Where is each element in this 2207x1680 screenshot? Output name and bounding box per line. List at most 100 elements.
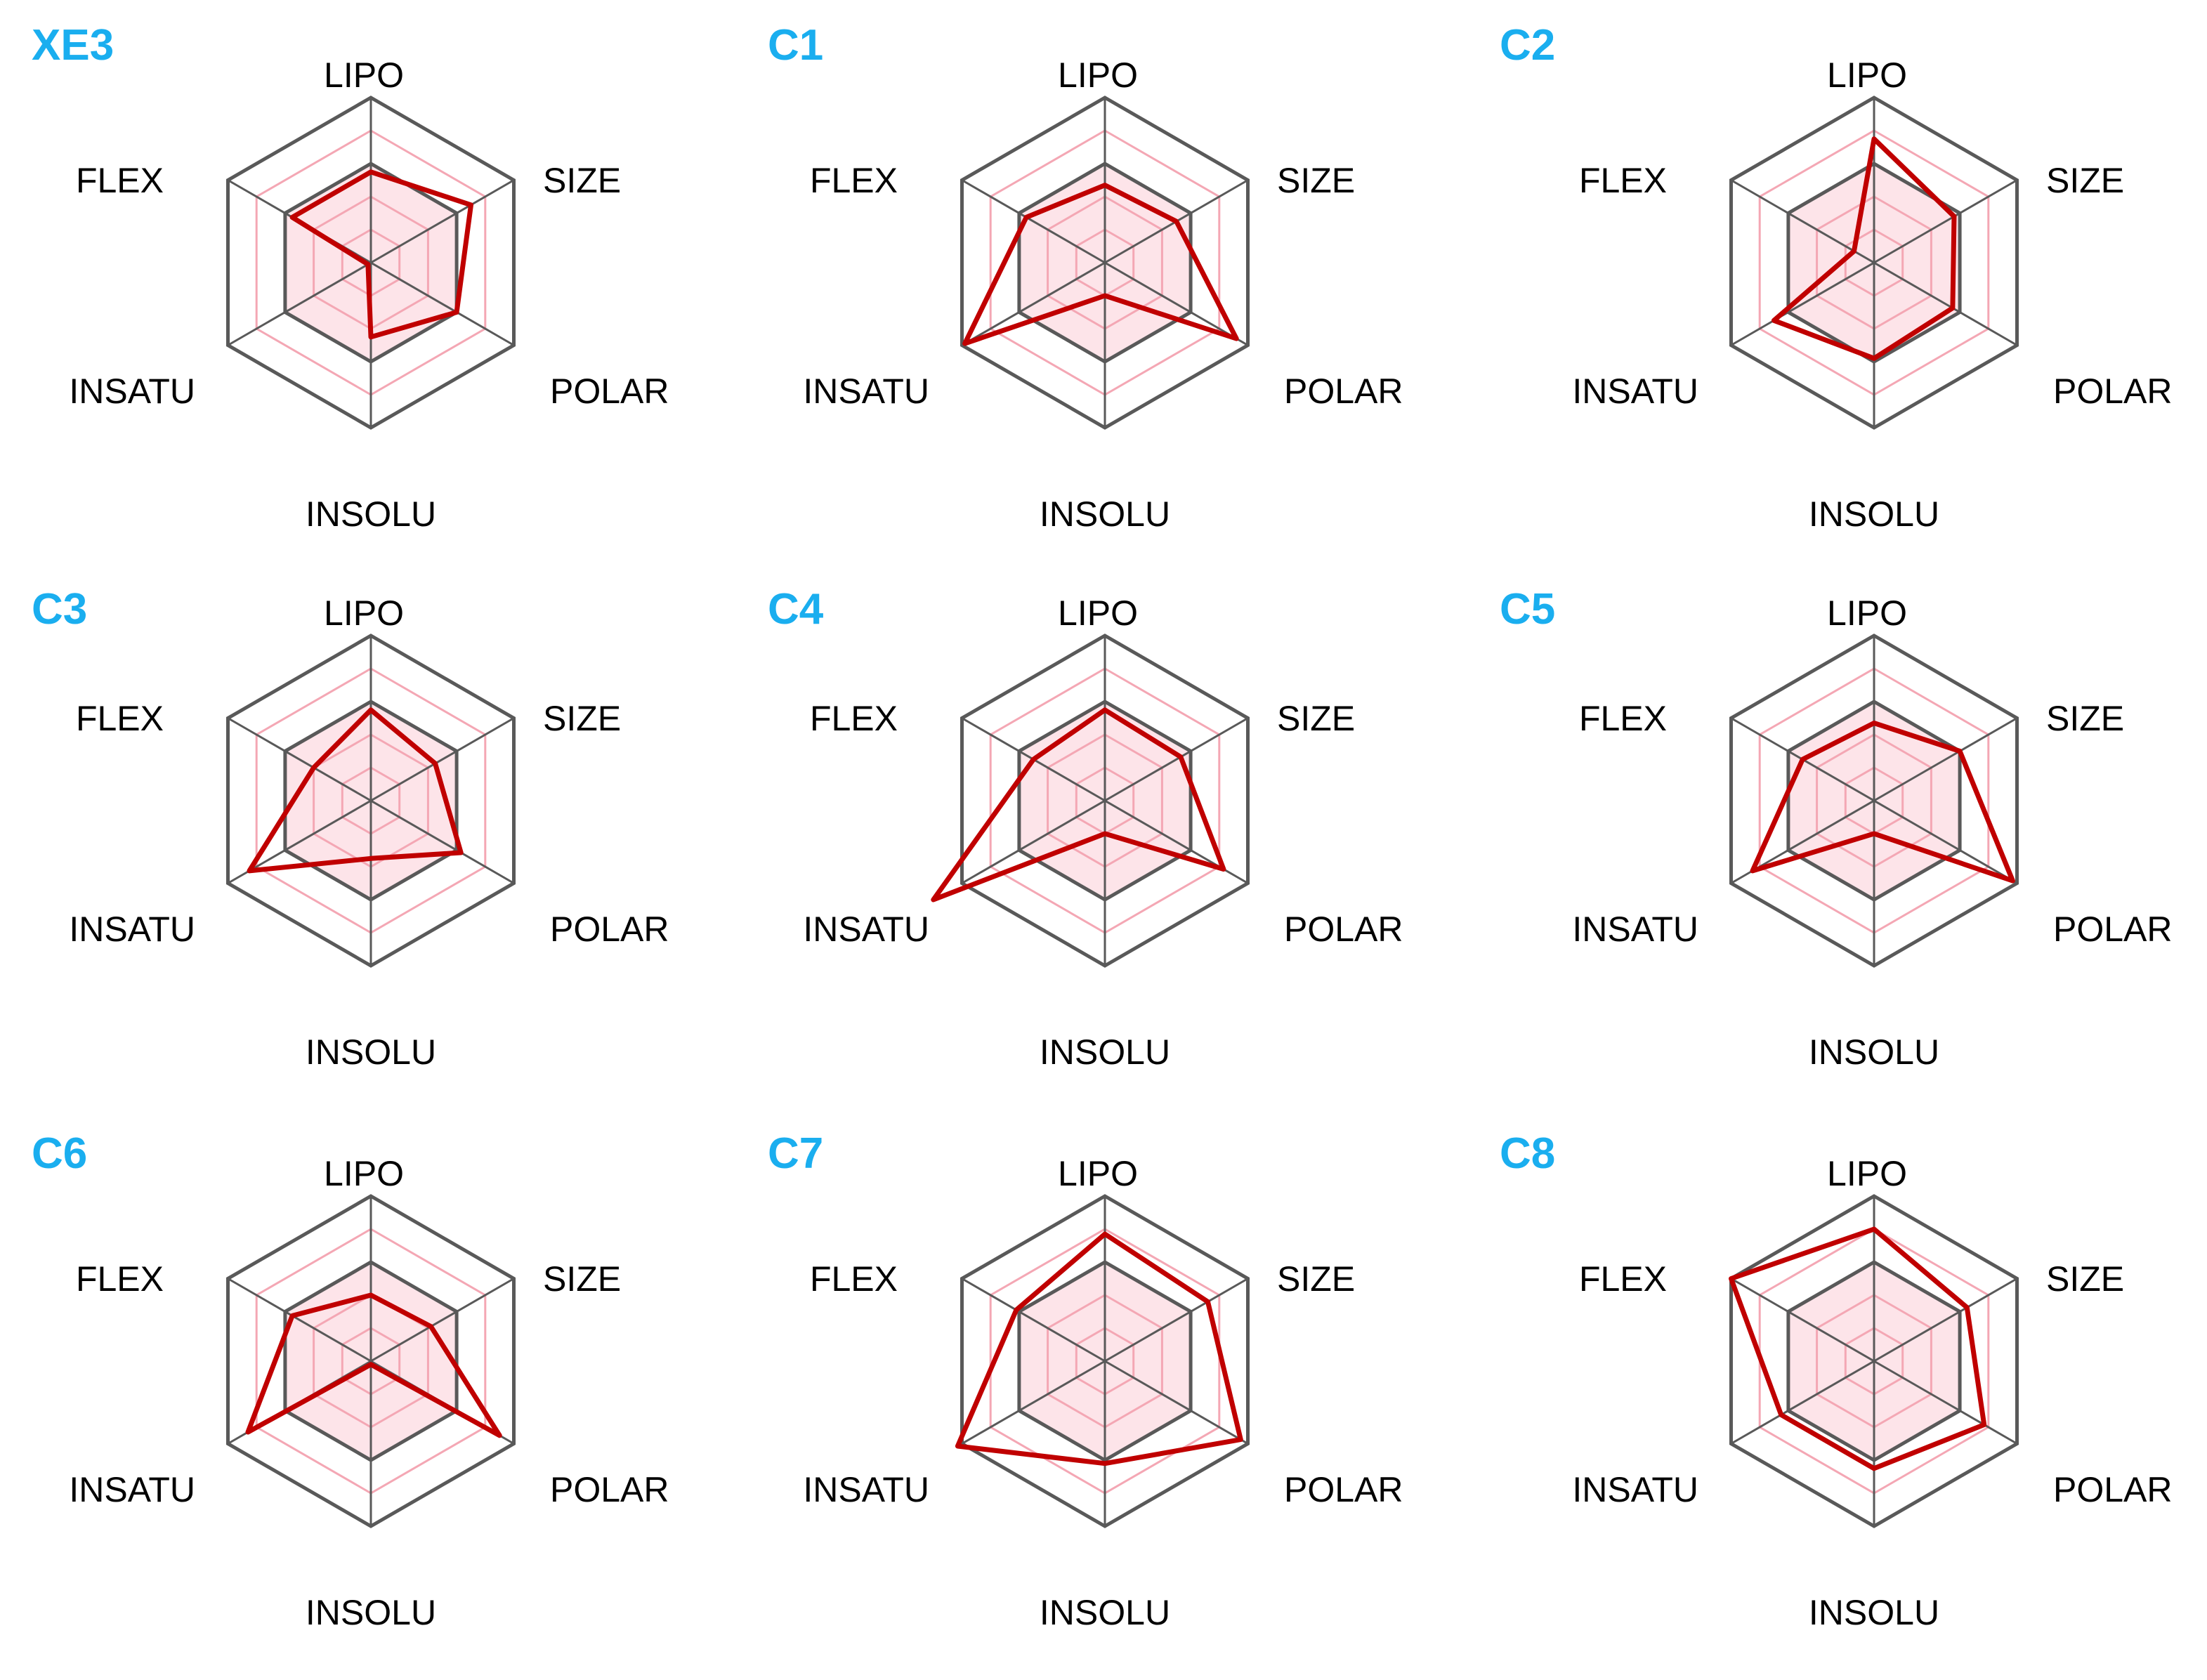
axis-spoke [370, 799, 515, 884]
axis-spoke [1873, 1278, 2018, 1363]
axis-label-insolu: INSOLU [1809, 1593, 1939, 1632]
grid-ring-outer [1729, 96, 2019, 430]
grid-ring-outer [283, 700, 459, 902]
axis-label-lipo: LIPO [1827, 593, 1907, 633]
axis-label-lipo: LIPO [1058, 593, 1138, 633]
series-line [962, 183, 1239, 346]
axis-spoke [1104, 1360, 1249, 1445]
axis-label-size: SIZE [1277, 699, 1355, 738]
axis-label-insatu: INSATU [803, 1470, 929, 1509]
axis-label-size: SIZE [543, 1259, 621, 1299]
axis-label-insolu: INSOLU [1809, 1032, 1939, 1072]
axis-spoke [1730, 1278, 1875, 1363]
axis-label-polar: POLAR [1284, 372, 1403, 411]
axis-spoke [370, 261, 515, 346]
grid-ring-outer [1017, 700, 1193, 902]
grid-ring-outer [960, 96, 1250, 430]
grid-ring-outer [1017, 1260, 1193, 1462]
axis-label-flex: FLEX [810, 699, 898, 738]
grid-ring-outer [960, 634, 1250, 968]
axis-spoke [1873, 1360, 2018, 1445]
axis-spoke [227, 1278, 372, 1363]
axis-spoke [1104, 1278, 1249, 1363]
axis-spoke [227, 717, 372, 802]
axis-label-lipo: LIPO [324, 55, 404, 95]
grid-ring-outer [226, 1194, 516, 1528]
panel-title: C8 [1500, 1129, 1555, 1178]
panel-title: C4 [768, 585, 824, 634]
axis-label-flex: FLEX [1579, 161, 1667, 200]
axis-label-insolu: INSOLU [1040, 494, 1170, 534]
axis-label-polar: POLAR [2053, 910, 2173, 949]
axis-label-insatu: INSATU [1572, 910, 1698, 949]
axis-spoke [1104, 261, 1249, 346]
axis-spoke [227, 261, 372, 346]
axis-label-size: SIZE [543, 699, 621, 738]
axis-spoke [961, 261, 1106, 346]
series-line [289, 169, 473, 340]
axis-label-insolu: INSOLU [306, 1032, 436, 1072]
axis-label-insatu: INSATU [803, 372, 929, 411]
panel-title: C6 [32, 1129, 87, 1178]
axis-label-insolu: INSOLU [1040, 1032, 1170, 1072]
axis-label-insatu: INSATU [69, 1470, 195, 1509]
grid-ring-outer [1786, 1260, 1962, 1462]
axis-label-flex: FLEX [76, 699, 164, 738]
panel-title: XE3 [32, 21, 114, 70]
radar-panel-c5: C5 LIPO SIZE POLAR INSOLU INSATU FLEX [1500, 585, 2173, 1072]
axis-label-size: SIZE [1277, 1259, 1355, 1299]
axis-label-lipo: LIPO [324, 1154, 404, 1193]
axis-label-lipo: LIPO [1058, 55, 1138, 95]
grid-ring-outer [283, 1260, 459, 1462]
series-line [1772, 136, 1957, 361]
axis-label-size: SIZE [2046, 1259, 2124, 1299]
grid-ring-outer [1017, 162, 1193, 364]
axis-label-size: SIZE [543, 161, 621, 200]
axis-label-polar: POLAR [1284, 1470, 1403, 1509]
axis-label-flex: FLEX [1579, 699, 1667, 738]
axis-label-polar: POLAR [1284, 910, 1403, 949]
panel-title: C5 [1500, 585, 1555, 634]
axis-label-size: SIZE [2046, 699, 2124, 738]
axis-spoke [961, 799, 1106, 884]
axis-spoke [370, 717, 515, 802]
axis-label-flex: FLEX [1579, 1259, 1667, 1299]
axis-label-polar: POLAR [550, 372, 669, 411]
axis-label-insolu: INSOLU [306, 494, 436, 534]
axis-label-flex: FLEX [810, 161, 898, 200]
axis-spoke [1730, 179, 1875, 264]
series-line [1750, 721, 2015, 884]
axis-spoke [1730, 1360, 1875, 1445]
axis-spoke [961, 1278, 1106, 1363]
axis-label-lipo: LIPO [1058, 1154, 1138, 1193]
axis-spoke [961, 1360, 1106, 1445]
grid-ring-outer [1729, 634, 2019, 968]
panel-title: C2 [1500, 21, 1555, 70]
panel-title: C1 [768, 21, 823, 70]
axis-spoke [961, 179, 1106, 264]
axis-label-insolu: INSOLU [1040, 1593, 1170, 1632]
axis-label-polar: POLAR [2053, 1470, 2173, 1509]
axis-label-polar: POLAR [550, 1470, 669, 1509]
series-line [931, 707, 1226, 903]
axis-spoke [1104, 717, 1249, 802]
axis-label-size: SIZE [2046, 161, 2124, 200]
panel-title: C7 [768, 1129, 823, 1178]
axis-spoke [1730, 261, 1875, 346]
axis-label-insatu: INSATU [1572, 1470, 1698, 1509]
grid-ring-outer [283, 162, 459, 364]
series-line [247, 707, 464, 874]
axis-label-insolu: INSOLU [1809, 494, 1939, 534]
axis-label-polar: POLAR [2053, 372, 2173, 411]
axis-spoke [370, 179, 515, 264]
axis-label-insatu: INSATU [69, 910, 195, 949]
panel-title: C3 [32, 585, 87, 634]
